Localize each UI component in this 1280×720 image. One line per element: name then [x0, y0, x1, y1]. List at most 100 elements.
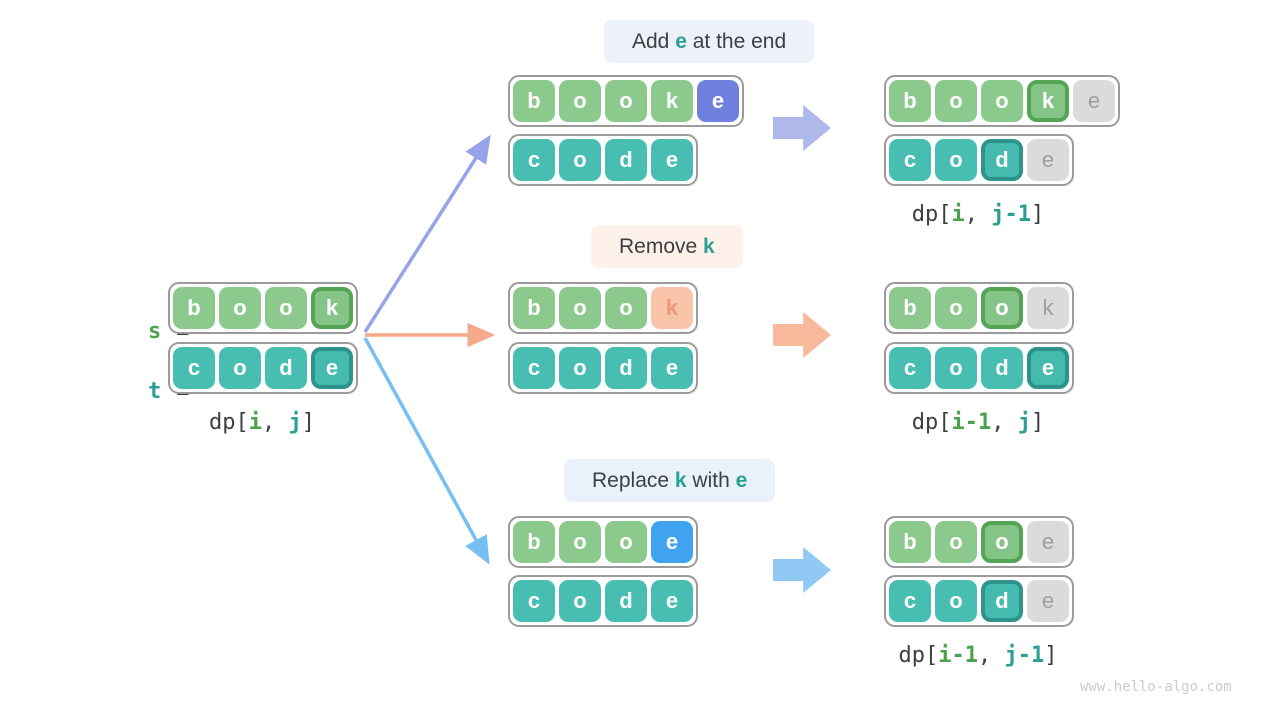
char-cell: o [935, 521, 977, 563]
text-run: k [674, 469, 687, 492]
text-run: e [675, 30, 687, 53]
char-cell: c [513, 139, 555, 181]
char-cell: c [889, 347, 931, 389]
char-cell: o [219, 287, 261, 329]
text-run: e [735, 469, 748, 492]
char-cell: c [889, 139, 931, 181]
char-cell: b [513, 521, 555, 563]
char-cell: o [605, 287, 647, 329]
text-run: Remove [619, 235, 704, 258]
char-cell: d [605, 347, 647, 389]
char-cell: o [935, 80, 977, 122]
text-run: i [951, 202, 965, 227]
text-run: i-1 [951, 410, 992, 435]
text-run: dp[ [911, 410, 952, 435]
char-cell: e [1027, 139, 1069, 181]
text-run: ] [1031, 202, 1045, 227]
operation-label-replace: Replace k with e [564, 459, 776, 502]
char-cell: o [559, 347, 601, 389]
s-name: s [147, 319, 162, 344]
text-run: , [991, 410, 1018, 435]
text-run: i [248, 410, 262, 435]
text-run: dp[ [898, 643, 939, 668]
text-run: ] [1044, 643, 1058, 668]
char-cell: e [311, 347, 353, 389]
char-cell: k [1027, 80, 1069, 122]
char-cell: o [559, 521, 601, 563]
text-run: with [686, 469, 736, 492]
text-run: ] [1031, 410, 1045, 435]
char-cell: o [559, 580, 601, 622]
result-arrow-add [773, 105, 831, 151]
char-cell: e [1073, 80, 1115, 122]
watermark: www.hello-algo.com [1080, 679, 1232, 695]
char-cell: k [311, 287, 353, 329]
char-cell: o [935, 580, 977, 622]
char-cell: o [219, 347, 261, 389]
char-cell: d [265, 347, 307, 389]
char-cell: c [173, 347, 215, 389]
char-cell: o [559, 139, 601, 181]
text-run: Add [632, 30, 676, 53]
char-cell: o [981, 80, 1023, 122]
char-cell: e [651, 580, 693, 622]
text-run: , [262, 410, 289, 435]
char-cell: b [889, 287, 931, 329]
char-cell: o [935, 347, 977, 389]
char-cell: o [605, 80, 647, 122]
char-cell: k [1027, 287, 1069, 329]
char-cell: c [513, 347, 555, 389]
char-cell: o [981, 521, 1023, 563]
char-cell: o [935, 287, 977, 329]
result-arrow-replace [773, 547, 831, 593]
text-run: ] [301, 410, 315, 435]
char-cell: e [651, 521, 693, 563]
text-run: k [703, 235, 715, 258]
text-run: j-1 [1004, 643, 1045, 668]
char-cell: e [651, 347, 693, 389]
dp-label-source: dp[i, j] [112, 410, 412, 435]
char-cell: k [651, 287, 693, 329]
text-run: j-1 [991, 202, 1031, 227]
char-cell: d [981, 139, 1023, 181]
dp-label-replace: dp[i-1, j-1] [828, 643, 1128, 668]
char-cell: e [1027, 347, 1069, 389]
char-cell: o [265, 287, 307, 329]
text-run: j [288, 410, 302, 435]
char-cell: d [605, 139, 647, 181]
arrow-to-add [363, 134, 491, 333]
dp-label-add: dp[i, j-1] [828, 202, 1128, 227]
char-cell: e [697, 80, 739, 122]
char-cell: o [935, 139, 977, 181]
char-cell: d [605, 580, 647, 622]
char-cell: o [981, 287, 1023, 329]
char-cell: d [981, 580, 1023, 622]
char-cell: b [173, 287, 215, 329]
char-cell: c [513, 580, 555, 622]
char-cell: e [651, 139, 693, 181]
result-arrow-remove [773, 312, 831, 358]
text-run: dp[ [209, 410, 249, 435]
char-cell: c [889, 580, 931, 622]
char-cell: o [559, 80, 601, 122]
text-run: , [964, 202, 992, 227]
arrow-to-replace [363, 337, 490, 565]
operation-label-remove: Remove k [591, 225, 743, 268]
text-run: at the end [686, 30, 787, 53]
text-run: Replace [592, 469, 675, 492]
text-run: dp[ [911, 202, 952, 227]
char-cell: e [1027, 580, 1069, 622]
